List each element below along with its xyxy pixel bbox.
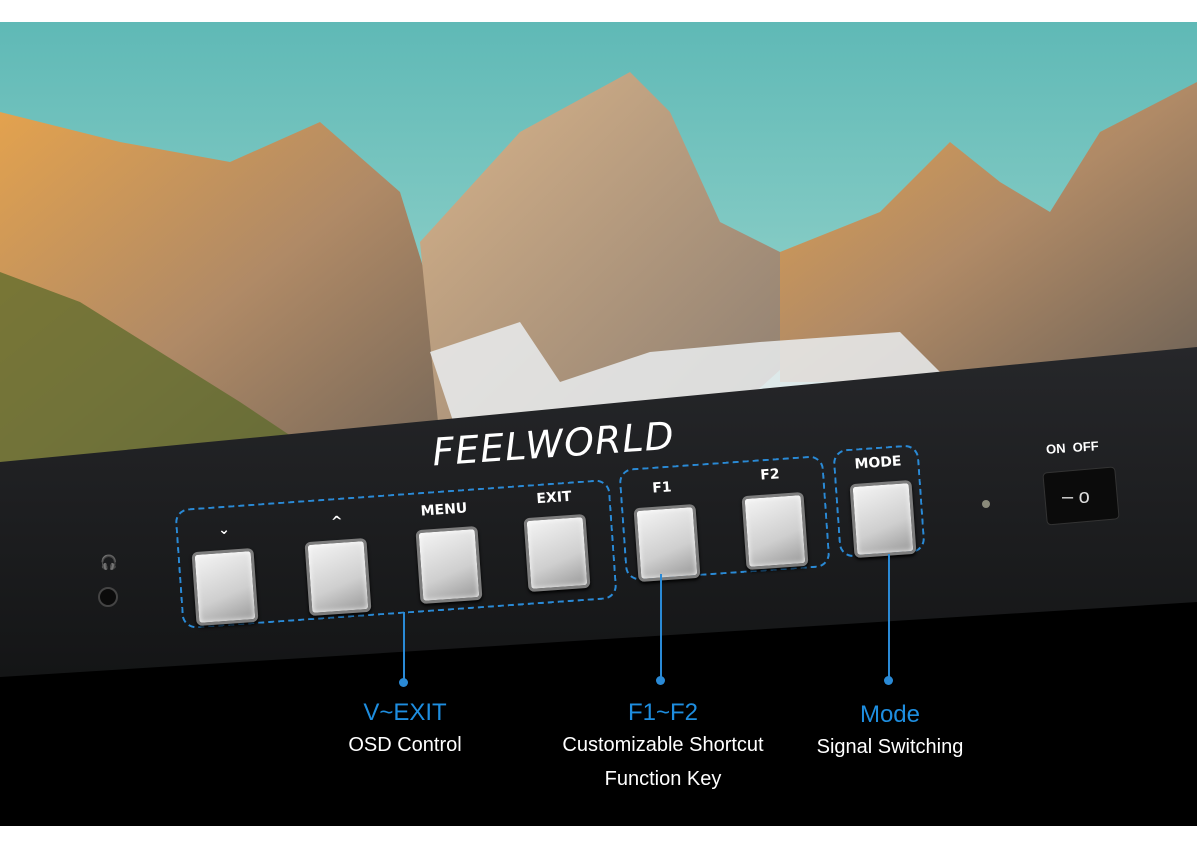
down-key[interactable] <box>191 547 259 627</box>
callout-title: F1~F2 <box>627 699 699 726</box>
callout-dot-fn <box>656 676 665 685</box>
callout-dot-osd <box>399 678 408 687</box>
power-led <box>982 500 990 508</box>
exit-key[interactable] <box>523 513 591 593</box>
callout-desc: OSD Control <box>348 734 462 756</box>
callout-title: V~EXIT <box>363 699 447 726</box>
callout-mode: Mode Signal Switching <box>740 700 1040 764</box>
callout-title: Mode <box>859 701 921 728</box>
switch-symbol: – o <box>1062 486 1090 508</box>
monitor-scene: 🎧 – o <box>0 22 1197 677</box>
callout-line-fn <box>660 574 662 680</box>
menu-key[interactable] <box>415 525 483 605</box>
up-key[interactable] <box>304 537 372 617</box>
headphone-jack[interactable] <box>98 587 118 607</box>
callout-desc: Customizable Shortcut <box>562 734 764 756</box>
right-peaks <box>780 82 1197 382</box>
product-image: 🎧 – o FEELWORLD ON OFF ⌄ ^ MENU EXIT F1 … <box>0 22 1197 826</box>
callout-line-mode <box>888 554 890 680</box>
headphone-icon: 🎧 <box>100 554 117 571</box>
callout-function-keys: F1~F2 Customizable Shortcut Function Key <box>513 698 813 796</box>
callout-desc-line2: Function Key <box>604 768 722 790</box>
callout-desc: Signal Switching <box>816 736 964 758</box>
callout-osd: V~EXIT OSD Control <box>255 698 555 762</box>
callout-line-osd <box>403 612 405 682</box>
callout-dot-mode <box>884 676 893 685</box>
power-switch[interactable] <box>1042 466 1120 526</box>
f2-key[interactable] <box>741 491 809 571</box>
trees <box>0 272 300 482</box>
f1-key[interactable] <box>633 503 701 583</box>
control-panel <box>0 347 1197 677</box>
mode-key[interactable] <box>849 479 917 559</box>
